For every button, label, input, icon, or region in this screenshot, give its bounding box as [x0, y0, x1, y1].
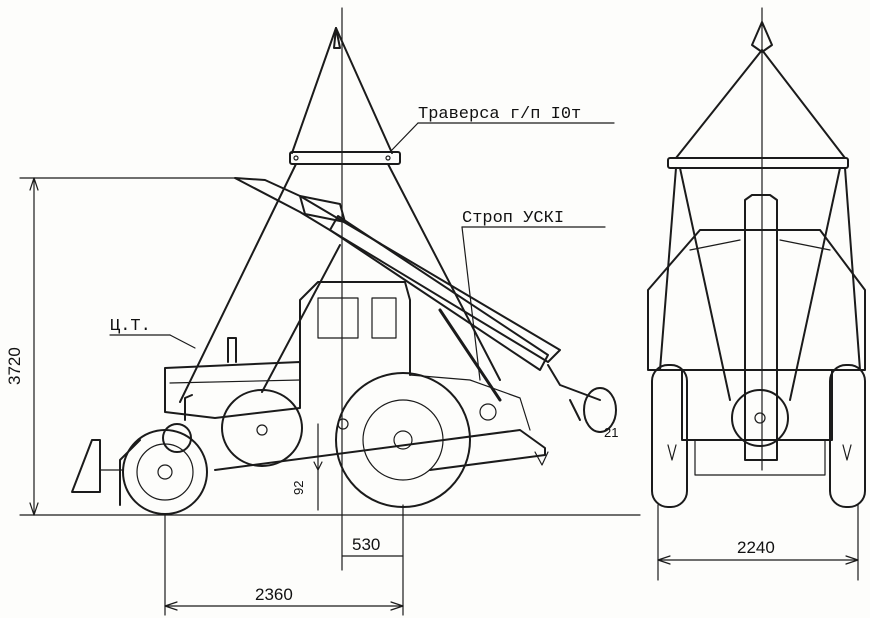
- front-upper-sling-right: [761, 49, 846, 159]
- front-arrow-right: [842, 444, 852, 461]
- traverse-leader: [389, 122, 419, 153]
- dim-3720: 3720: [5, 347, 24, 385]
- traverse-bar: [289, 151, 401, 165]
- front-cab-outline: [647, 229, 866, 371]
- dim-2360: 2360: [255, 585, 293, 604]
- traverse-pin-left: [293, 155, 299, 161]
- exhaust-pipe: [227, 337, 237, 363]
- traverse-pin-right: [385, 155, 391, 161]
- front-traverse-bar: [667, 157, 849, 169]
- mark-number-21: 21: [604, 425, 618, 440]
- counterweight: [221, 389, 303, 467]
- front-wheel: [122, 429, 208, 515]
- rear-linkage: [547, 364, 601, 401]
- rear-brace: [569, 399, 581, 421]
- front-wheel-right: [829, 364, 866, 508]
- fender-rear: [409, 374, 531, 431]
- front-upper-sling-left: [675, 49, 763, 159]
- rear-wheel-hub: [393, 430, 413, 450]
- front-fender: [119, 439, 141, 506]
- frame: [214, 429, 546, 471]
- label-sling: Строп УСКI: [462, 209, 564, 228]
- cg-mark: [337, 418, 349, 430]
- rear-counterplate: [583, 387, 617, 433]
- dim-92: 92: [291, 481, 306, 495]
- dim-2240: 2240: [737, 538, 775, 557]
- dim-2360-arrow-left: [164, 601, 178, 611]
- boom: [234, 177, 561, 363]
- boom-head: [299, 195, 346, 223]
- support-pointer: [534, 451, 549, 466]
- front-ballast: [71, 439, 101, 493]
- cg-label-leader: [169, 334, 196, 349]
- cab-window-left: [317, 297, 359, 339]
- cab: [299, 281, 411, 376]
- label-traverse: Траверса г/п I0т: [418, 105, 581, 124]
- label-cg: Ц.Т.: [110, 317, 151, 336]
- cab-window-right: [371, 297, 397, 339]
- height-dim-arrow-bottom: [29, 502, 39, 516]
- lower-sling-left: [179, 163, 297, 403]
- front-view: 2240: [647, 7, 866, 581]
- front-counterweight: [731, 389, 789, 447]
- dim-2240-arrow-left: [657, 555, 671, 565]
- front-lower-body: [694, 439, 826, 476]
- counterweight-arm: [261, 244, 341, 393]
- front-lower-sling-1: [659, 167, 677, 371]
- dim-530: 530: [352, 535, 380, 554]
- lifting-hook: [333, 27, 341, 49]
- side-view: 21 3720 92 530 2360 Траверса г/п I0т Стр…: [5, 7, 641, 616]
- counterweight-hub: [256, 424, 268, 436]
- hydraulic-cylinder: [438, 308, 502, 402]
- front-lower-sling-2: [679, 167, 731, 401]
- dim-2240-arrow-right: [845, 555, 859, 565]
- height-dim-arrow-top: [29, 177, 39, 191]
- front-hook: [751, 21, 773, 53]
- cg-dim-arrow: [313, 461, 323, 471]
- rear-wheel-rim: [362, 399, 444, 481]
- front-body: [681, 369, 833, 441]
- dim-2360-arrow-right: [390, 601, 404, 611]
- front-sling-hook: [184, 394, 193, 421]
- front-wheel-hub: [157, 464, 173, 480]
- sling-leader: [461, 226, 481, 381]
- upper-sling-left: [291, 27, 337, 154]
- rear-pulley: [479, 403, 497, 421]
- hood-line: [169, 379, 301, 384]
- front-counterweight-hub: [754, 412, 766, 424]
- front-lift-point: [162, 423, 192, 453]
- front-wheel-rim: [136, 443, 194, 501]
- lower-sling-right: [387, 163, 501, 381]
- front-cab-lines: [689, 239, 831, 251]
- boom-inner: [329, 215, 549, 371]
- front-arrow-left: [667, 444, 677, 461]
- front-boom: [744, 194, 778, 461]
- front-lower-sling-3: [844, 167, 861, 371]
- upper-sling-right: [335, 27, 393, 154]
- front-wheel-left: [651, 364, 688, 508]
- front-lower-sling-4: [789, 167, 841, 401]
